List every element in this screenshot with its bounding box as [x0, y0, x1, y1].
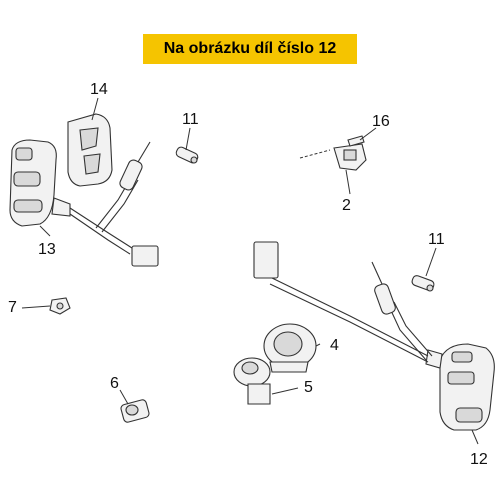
part-5-ignition[interactable]: [233, 357, 271, 405]
callout-12: 12: [470, 451, 488, 468]
part-11-bulb-right[interactable]: [411, 275, 435, 292]
callout-11-top: 11: [182, 111, 199, 128]
callout-2: 2: [342, 197, 351, 214]
part-2-switch[interactable]: [333, 143, 367, 171]
callout-6: 6: [110, 375, 119, 392]
part-13-left-switch[interactable]: [9, 139, 71, 227]
sheath-12: [374, 283, 396, 315]
part-14-cover[interactable]: [67, 113, 113, 187]
callout-5: 5: [304, 379, 313, 396]
part-7-clip[interactable]: [49, 297, 71, 315]
wire-13-branch-b: [101, 179, 139, 233]
callout-14: 14: [90, 81, 108, 98]
part-16-screw[interactable]: [347, 135, 365, 147]
sheath-13: [119, 159, 143, 191]
part-11-bulb-top[interactable]: [175, 146, 199, 164]
connector-13: [131, 245, 159, 267]
callout-11-right: 11: [428, 231, 445, 248]
callout-16: 16: [372, 113, 390, 130]
part-12-right-switch[interactable]: [425, 343, 495, 431]
part-6-socket[interactable]: [120, 399, 150, 423]
header-banner: Na obrázku díl číslo 12: [143, 34, 357, 64]
callout-4: 4: [330, 337, 339, 354]
wire-13-main: [69, 207, 133, 249]
callout-7: 7: [8, 299, 17, 316]
wire-13-main-b: [69, 213, 131, 255]
part-4-ring[interactable]: [263, 323, 317, 373]
connector-12: [253, 241, 279, 279]
callout-13: 13: [38, 241, 56, 258]
